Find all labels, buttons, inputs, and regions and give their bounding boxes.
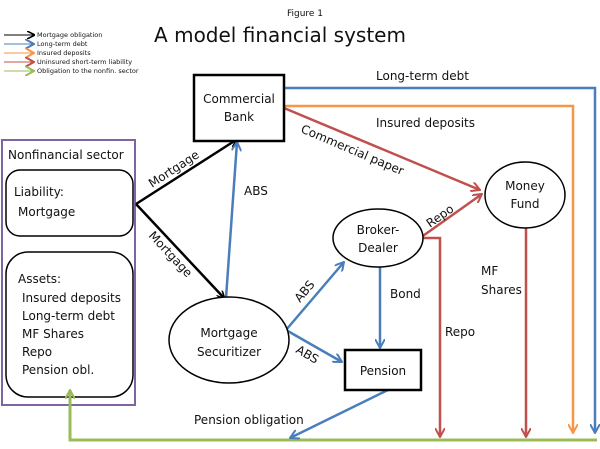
asset-item: MF Shares	[22, 327, 84, 341]
edge-label-mortgage-to-bank: Mortgage	[146, 148, 202, 191]
legend-label: Uninsured short-term liability	[37, 58, 132, 66]
sector-title: Nonfinancial sector	[8, 148, 124, 162]
node-label: Securitizer	[197, 345, 261, 359]
edge-abs-to-broker	[285, 262, 344, 331]
edge-label-long-term-debt: Long-term debt	[376, 69, 469, 83]
edge-label-mf-shares-line1: MF	[481, 264, 498, 278]
node-commercial-bank: Commercial Bank	[192, 73, 286, 143]
figure-label: Figure 1	[287, 9, 323, 19]
legend: Mortgage obligation Long-term debt Insur…	[4, 31, 139, 75]
asset-item: Repo	[22, 345, 52, 359]
assets-heading: Assets:	[18, 272, 61, 286]
edge-label-abs-to-pension: ABS	[294, 342, 322, 366]
legend-item-mortgage: Mortgage obligation	[4, 31, 102, 39]
legend-item-nonfin-obligation: Obligation to the nonfin. sector	[4, 67, 139, 75]
edge-long-term-debt	[284, 86, 595, 433]
legend-item-insured-deposits: Insured deposits	[4, 49, 91, 57]
liability-box	[5, 169, 134, 237]
edge-commercial-paper	[283, 106, 480, 190]
edge-label-bond: Bond	[390, 287, 421, 301]
edge-label-mortgage-to-securitizer: Mortgage	[146, 228, 195, 279]
node-label: Dealer	[358, 241, 398, 255]
asset-item: Long-term debt	[22, 309, 115, 323]
node-mortgage-securitizer: Mortgage Securitizer	[168, 296, 290, 384]
liability-heading: Liability:	[14, 185, 64, 199]
edge-label-insured-deposits: Insured deposits	[376, 116, 475, 130]
edge-nonfin-obligation	[70, 390, 597, 442]
legend-item-uninsured-short-term: Uninsured short-term liability	[4, 58, 132, 66]
node-label: Bank	[224, 110, 254, 124]
legend-label: Obligation to the nonfin. sector	[37, 67, 139, 75]
edge-label-repo-down: Repo	[445, 325, 475, 339]
node-label: Commercial	[203, 92, 275, 106]
asset-item: Pension obl.	[22, 363, 94, 377]
edge-insured-deposits	[284, 104, 573, 433]
legend-label: Mortgage obligation	[37, 31, 102, 39]
node-money-fund: Money Fund	[484, 161, 566, 229]
node-label: Money	[505, 179, 545, 193]
edge-abs-to-pension	[285, 328, 342, 364]
edge-label-pension-obligation: Pension obligation	[194, 413, 304, 427]
diagram-title: A model financial system	[154, 23, 406, 47]
legend-label: Insured deposits	[37, 49, 91, 57]
node-pension: Pension	[343, 348, 423, 392]
edge-label-commercial-paper: Commercial paper	[299, 122, 406, 178]
node-label: Broker-	[357, 223, 400, 237]
edge-label-abs-to-broker: ABS	[292, 278, 318, 305]
edge-label-abs-to-bank: ABS	[244, 184, 268, 198]
node-label: Fund	[510, 197, 539, 211]
legend-label: Long-term debt	[37, 40, 88, 48]
liability-item: Mortgage	[18, 205, 75, 219]
legend-item-long-term-debt: Long-term debt	[4, 40, 88, 48]
node-label: Pension	[360, 364, 406, 378]
edge-label-repo-to-fund: Repo	[424, 202, 457, 231]
node-broker-dealer: Broker- Dealer	[332, 208, 424, 268]
edge-repo-down	[420, 236, 440, 437]
edge-mortgage-to-bank	[135, 140, 236, 206]
nonfinancial-sector: Nonfinancial sector Liability: Mortgage …	[1, 139, 136, 406]
edge-mortgage-to-securitizer	[135, 203, 224, 298]
edge-pension-obligation	[290, 386, 393, 438]
node-label: Mortgage	[200, 326, 257, 340]
asset-item: Insured deposits	[22, 291, 121, 305]
edge-repo-to-fund	[419, 194, 482, 240]
edge-abs-to-bank	[224, 142, 237, 299]
edge-label-mf-shares-line2: Shares	[481, 283, 522, 297]
